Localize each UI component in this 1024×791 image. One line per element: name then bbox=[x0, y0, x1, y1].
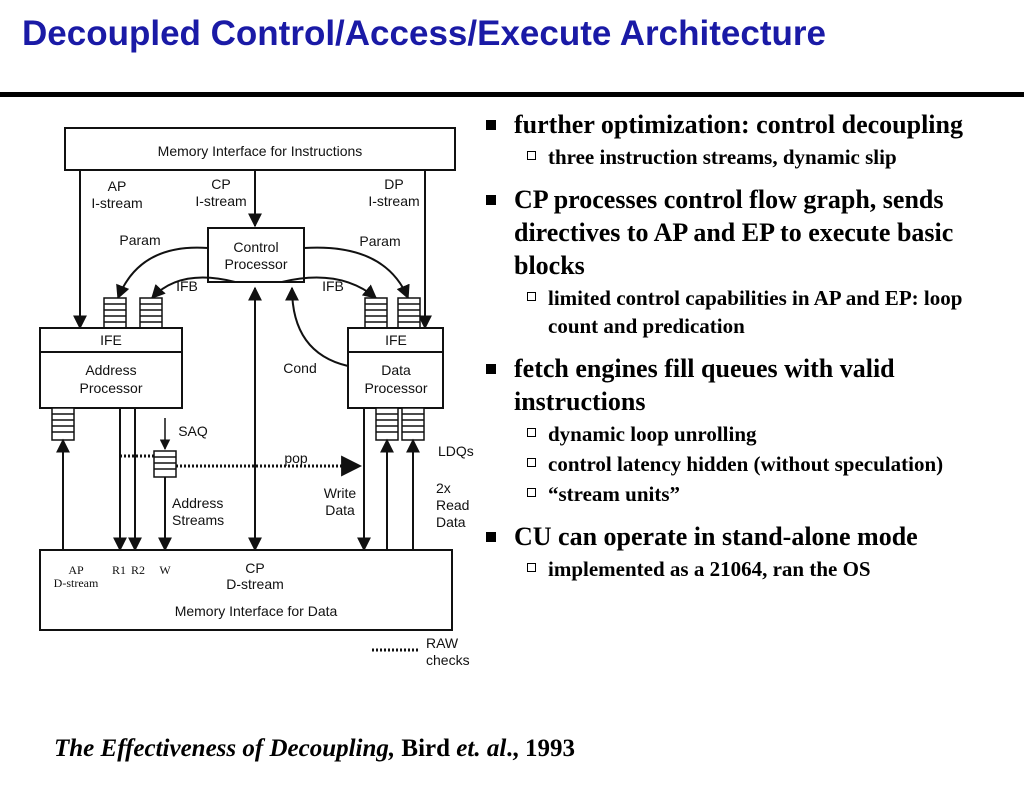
citation-title: The Effectiveness of Decoupling, bbox=[54, 735, 396, 762]
param-right-arrow bbox=[303, 246, 410, 300]
r1-label: R1 bbox=[112, 563, 126, 577]
ldq-data-queue-1 bbox=[375, 407, 399, 441]
ifb-queue-dp-param bbox=[397, 297, 421, 331]
ap-istream-label-2: I-stream bbox=[91, 195, 142, 211]
bullet-4-sub-1-text: implemented as a 21064, ran the OS bbox=[548, 557, 871, 581]
param-left-arrow bbox=[116, 246, 209, 300]
bullet-4: CU can operate in stand-alone mode bbox=[486, 520, 1016, 553]
bullet-4-sub-1: implemented as a 21064, ran the OS bbox=[486, 555, 1016, 583]
param-right-label: Param bbox=[359, 233, 400, 249]
dp-istream-label-1: DP bbox=[384, 176, 403, 192]
mem-instr-label: Memory Interface for Instructions bbox=[158, 143, 363, 159]
read-data-label-2: Read bbox=[436, 497, 469, 513]
citation-etal: et. al bbox=[456, 735, 507, 762]
ldqs-label: LDQs bbox=[438, 443, 474, 459]
cond-label: Cond bbox=[283, 360, 316, 376]
ldq-address-queue bbox=[51, 407, 75, 441]
read-data-label-1: 2x bbox=[436, 480, 451, 496]
ifb-left-label: IFB bbox=[176, 278, 198, 294]
sub-bullet-marker bbox=[527, 292, 536, 301]
data-processor-label-2: Processor bbox=[364, 380, 427, 396]
citation-author: Bird bbox=[395, 735, 457, 762]
mem-data-label: Memory Interface for Data bbox=[175, 603, 338, 619]
mem-data-box bbox=[39, 549, 453, 631]
bullet-1-sub-1-text: three instruction streams, dynamic slip bbox=[548, 145, 897, 169]
bullet-list: further optimization: control decoupling… bbox=[486, 108, 1016, 583]
ifb-queue-dp-ifb bbox=[364, 297, 388, 331]
ifb-left-arrow bbox=[151, 276, 236, 300]
bullet-marker bbox=[486, 532, 496, 542]
bullet-2-sub-1: limited control capabilities in AP and E… bbox=[486, 284, 1016, 340]
ifb-right-arrow bbox=[281, 276, 378, 299]
citation-year: ., 1993 bbox=[506, 735, 576, 762]
saq-queue bbox=[153, 450, 177, 478]
sub-bullet-marker bbox=[527, 563, 536, 572]
bullet-3-sub-1: dynamic loop unrolling bbox=[486, 420, 1016, 448]
bullet-marker bbox=[486, 364, 496, 374]
data-processor-box bbox=[347, 351, 444, 409]
bullet-2-sub-1-text: limited control capabilities in AP and E… bbox=[548, 286, 963, 338]
sub-bullet-marker bbox=[527, 458, 536, 467]
bullet-3-sub-3-text: “stream units” bbox=[548, 482, 681, 506]
bullet-2: CP processes control flow graph, sends d… bbox=[486, 183, 1016, 282]
mem-instr-box bbox=[64, 127, 456, 171]
address-streams-label-1: Address bbox=[172, 495, 223, 511]
cond-arrow bbox=[285, 286, 349, 367]
bullet-marker bbox=[486, 195, 496, 205]
bullet-2-text: CP processes control flow graph, sends d… bbox=[514, 185, 954, 280]
read-data-label-3: Data bbox=[436, 514, 466, 530]
data-processor-label-1: Data bbox=[381, 362, 411, 378]
ifb-queue-ap-ifb bbox=[139, 297, 163, 331]
bullet-3-sub-3: “stream units” bbox=[486, 480, 1016, 508]
ap-dstream-label-2: D-stream bbox=[54, 576, 99, 590]
raw-checks-label-1: RAW bbox=[426, 635, 459, 651]
ife-left-label: IFE bbox=[100, 332, 122, 348]
bullet-1-text: further optimization: control decoupling bbox=[514, 110, 963, 139]
ldq-data-queue-2 bbox=[401, 407, 425, 441]
r2-label: R2 bbox=[131, 563, 145, 577]
pop-label: pop bbox=[284, 450, 308, 466]
control-processor-label-2: Processor bbox=[224, 256, 287, 272]
ap-dstream-label-1: AP bbox=[68, 563, 84, 577]
write-data-label-2: Data bbox=[325, 502, 355, 518]
param-left-label: Param bbox=[119, 232, 160, 248]
address-processor-box bbox=[39, 351, 183, 409]
ifb-right-label: IFB bbox=[322, 278, 344, 294]
ife-right-label: IFE bbox=[385, 332, 407, 348]
dp-istream-label-2: I-stream bbox=[368, 193, 419, 209]
slide-title: Decoupled Control/Access/Execute Archite… bbox=[22, 14, 826, 53]
bullet-marker bbox=[486, 120, 496, 130]
sub-bullet-marker bbox=[527, 428, 536, 437]
bullet-1-sub-1: three instruction streams, dynamic slip bbox=[486, 143, 1016, 171]
citation: The Effectiveness of Decoupling, Bird et… bbox=[54, 735, 575, 763]
saq-label: SAQ bbox=[178, 423, 208, 439]
bullet-3-sub-2-text: control latency hidden (without speculat… bbox=[548, 452, 944, 476]
bullet-1: further optimization: control decoupling bbox=[486, 108, 1016, 141]
sub-bullet-marker bbox=[527, 151, 536, 160]
title-rule bbox=[0, 92, 1024, 97]
bullet-4-text: CU can operate in stand-alone mode bbox=[514, 522, 918, 551]
cp-istream-label-1: CP bbox=[211, 176, 230, 192]
control-processor-box bbox=[207, 227, 305, 283]
address-processor-label-2: Processor bbox=[79, 380, 142, 396]
w-label: W bbox=[159, 563, 171, 577]
bullet-3-sub-1-text: dynamic loop unrolling bbox=[548, 422, 757, 446]
bullet-3-sub-2: control latency hidden (without speculat… bbox=[486, 450, 1016, 478]
architecture-diagram: Memory Interface for Instructions AP I-s… bbox=[39, 127, 474, 668]
cp-dstream-label-1: CP bbox=[245, 560, 264, 576]
ap-istream-label-1: AP bbox=[108, 178, 127, 194]
bullet-3-text: fetch engines fill queues with valid ins… bbox=[514, 354, 895, 416]
ifb-queue-ap-param bbox=[103, 297, 127, 331]
raw-checks-label-2: checks bbox=[426, 652, 470, 668]
cp-istream-label-2: I-stream bbox=[195, 193, 246, 209]
cp-dstream-label-2: D-stream bbox=[226, 576, 284, 592]
address-streams-label-2: Streams bbox=[172, 512, 224, 528]
sub-bullet-marker bbox=[527, 488, 536, 497]
control-processor-label-1: Control bbox=[233, 239, 278, 255]
address-processor-label-1: Address bbox=[85, 362, 136, 378]
bullet-3: fetch engines fill queues with valid ins… bbox=[486, 352, 1016, 418]
write-data-label-1: Write bbox=[324, 485, 357, 501]
